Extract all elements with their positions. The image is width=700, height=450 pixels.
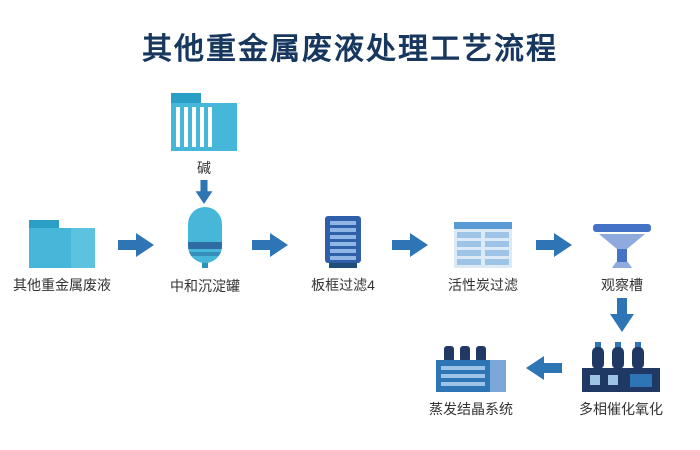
evaporation-crystallization-plant-icon: [436, 346, 506, 392]
node-label: 观察槽: [601, 277, 643, 293]
arrow-right-icon: [536, 233, 572, 257]
node-label: 蒸发结晶系统: [429, 401, 513, 417]
node-plate-frame-filter: 板框过滤4: [303, 216, 383, 294]
activated-carbon-filter-icon: [454, 222, 512, 268]
node-catalytic-oxidation: 多相催化氧化: [578, 342, 664, 418]
arrow-down-icon: [610, 298, 634, 332]
node-label: 中和沉淀罐: [170, 278, 240, 294]
node-neutralization-tank: 中和沉淀罐: [165, 207, 245, 295]
node-observation-tank: 观察槽: [582, 224, 662, 294]
node-evaporation-crystallization: 蒸发结晶系统: [428, 346, 514, 418]
node-alkali: 碱: [168, 93, 240, 177]
catalytic-oxidation-plant-icon: [582, 342, 660, 392]
neutralization-tank-icon: [188, 207, 222, 268]
plate-frame-filter-icon: [325, 216, 361, 268]
waste-liquid-tank-icon: [29, 220, 95, 268]
node-activated-carbon-filter: 活性炭过滤: [443, 222, 523, 294]
arrow-right-icon: [392, 233, 428, 257]
node-label: 其他重金属废液: [13, 277, 111, 293]
node-label: 碱: [197, 160, 211, 176]
node-waste-liquid: 其他重金属废液: [12, 220, 112, 294]
diagram-title: 其他重金属废液处理工艺流程: [142, 33, 558, 66]
observation-tank-icon: [593, 224, 651, 268]
node-label: 多相催化氧化: [579, 401, 663, 417]
arrow-left-icon: [526, 356, 562, 380]
alkali-tank-icon: [171, 93, 237, 151]
arrow-right-icon: [252, 233, 288, 257]
arrow-right-icon: [118, 233, 154, 257]
node-label: 活性炭过滤: [448, 277, 518, 293]
node-label: 板框过滤4: [311, 277, 375, 293]
arrow-down-icon: [194, 180, 214, 204]
